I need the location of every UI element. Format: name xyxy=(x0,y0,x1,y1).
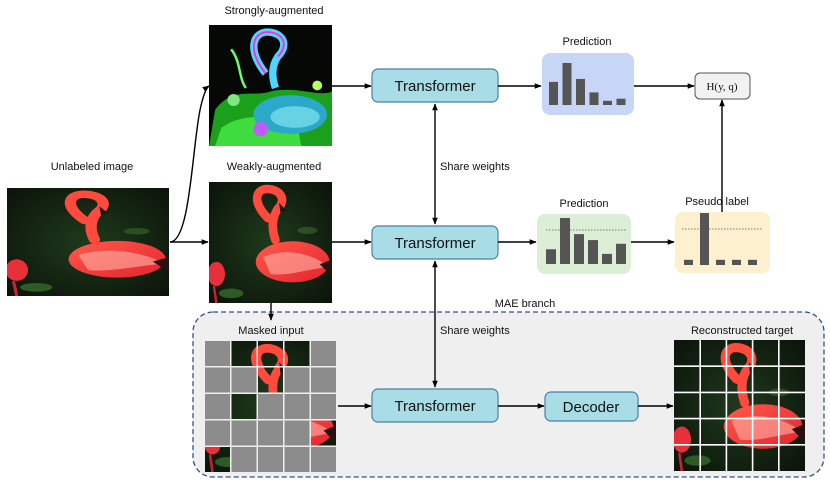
masked-patch xyxy=(284,420,310,446)
masked-patch xyxy=(231,367,257,393)
label-reconstructed-target: Reconstructed target xyxy=(691,325,793,337)
arrows xyxy=(169,83,725,409)
masked-patch xyxy=(231,447,257,472)
mae-branch-container xyxy=(192,311,825,478)
masked-patch xyxy=(311,341,336,366)
weakly-augmented-image xyxy=(208,182,332,303)
histogram-bar xyxy=(560,218,570,264)
histogram-bar xyxy=(562,63,572,105)
transformer-block-top: Transformer xyxy=(371,68,499,103)
decoder-block: Decoder xyxy=(544,391,639,422)
masked-patch xyxy=(205,420,230,446)
unlabeled-image xyxy=(5,188,169,296)
histogram-bar xyxy=(603,100,612,105)
label-weakly-augmented: Weakly-augmented xyxy=(227,161,322,173)
label-pseudo-label: Pseudo label xyxy=(685,196,749,208)
masked-patch xyxy=(284,447,310,472)
histogram-bar xyxy=(589,92,599,105)
pseudo-label-panel xyxy=(675,212,770,273)
label-prediction-mid: Prediction xyxy=(560,198,609,210)
masked-patch xyxy=(258,420,283,446)
histogram-bar xyxy=(549,81,558,105)
transformer-block-bottom: Transformer xyxy=(371,388,499,423)
reconstructed-target-image xyxy=(673,340,805,471)
histogram-bar xyxy=(684,259,693,265)
transformer-bottom-label: Transformer xyxy=(394,398,475,415)
histogram-bar xyxy=(716,259,725,265)
masked-patch xyxy=(205,367,230,393)
masked-patch xyxy=(284,394,310,419)
masked-patch xyxy=(231,420,257,446)
histogram-bar xyxy=(576,78,585,105)
masked-patch xyxy=(258,394,283,419)
label-share-weights-bottom: Share weights xyxy=(440,325,510,337)
masked-input-grid xyxy=(205,341,336,472)
masked-patch xyxy=(311,447,336,472)
loss-box: H(y, q) xyxy=(694,72,751,100)
label-unlabeled-image: Unlabeled image xyxy=(51,161,134,173)
histogram-bar xyxy=(588,240,598,264)
transformer-top-label: Transformer xyxy=(394,78,475,95)
masked-patch xyxy=(311,394,336,419)
masked-patch xyxy=(205,341,230,366)
histogram-bar xyxy=(700,213,709,265)
masked-patch xyxy=(258,447,283,472)
transformer-mid-label: Transformer xyxy=(394,235,475,252)
label-mae-branch: MAE branch xyxy=(495,298,556,310)
pseudo-label-bars xyxy=(684,213,757,265)
transformer-block-mid: Transformer xyxy=(371,225,499,260)
histogram-bar xyxy=(602,253,612,264)
histogram-bar xyxy=(732,259,741,265)
masked-patch xyxy=(205,394,230,419)
label-prediction-top: Prediction xyxy=(563,36,612,48)
label-strongly-augmented: Strongly-augmented xyxy=(224,5,323,17)
reconstruction-grid xyxy=(674,340,805,471)
label-share-weights-top: Share weights xyxy=(440,161,510,173)
decoder-label: Decoder xyxy=(563,399,620,416)
masked-patch xyxy=(311,367,336,393)
loss-label: H(y, q) xyxy=(706,81,737,93)
histogram-bar xyxy=(574,234,584,264)
prediction-mid-bars xyxy=(546,218,626,264)
histogram-bar xyxy=(546,249,556,264)
strongly-augmented-image xyxy=(209,25,332,146)
arrow-to-strong xyxy=(169,85,210,243)
prediction-top-bars xyxy=(549,63,626,105)
histogram-bar xyxy=(616,98,626,105)
histogram-bar xyxy=(748,259,757,265)
histogram-bar xyxy=(616,243,626,264)
label-masked-input: Masked input xyxy=(238,325,303,337)
masked-patch xyxy=(284,367,310,393)
